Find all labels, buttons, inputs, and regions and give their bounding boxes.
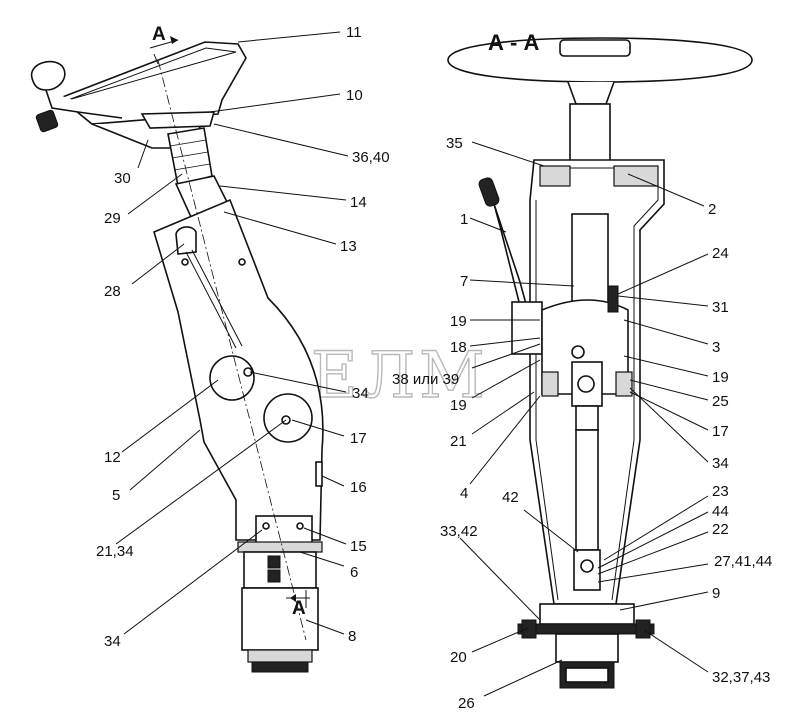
callout-label: 35	[446, 135, 463, 152]
section-mark-top: А	[152, 24, 166, 45]
callout-label: 9	[712, 585, 720, 602]
callout-label: 23	[712, 483, 729, 500]
callout-label: 42	[502, 489, 519, 506]
callout-label: 13	[340, 238, 357, 255]
callout-label: 27,41,44	[714, 553, 772, 570]
callout-label: 15	[350, 538, 367, 555]
drive-unit	[241, 587, 319, 651]
callout-label: 36,40	[352, 149, 390, 166]
callout-label: 5	[112, 487, 120, 504]
callout-label: 26	[458, 695, 475, 712]
spinner-arm	[45, 89, 123, 119]
callout-label: 28	[104, 283, 121, 300]
callout-label: 6	[350, 564, 358, 581]
callout-label: 25	[712, 393, 729, 410]
callout-label: 44	[712, 503, 729, 520]
callout-label: 30	[114, 170, 131, 187]
callout-label: 19	[450, 397, 467, 414]
right-view-assembly	[447, 37, 753, 689]
callout-label: 20	[450, 649, 467, 666]
callout-label: 8	[348, 628, 356, 645]
left-view-assembly	[30, 36, 324, 673]
callout-label: 34	[352, 385, 369, 402]
callout-label: 11	[346, 24, 362, 41]
callout-label: 14	[350, 194, 367, 211]
section-title: А - А	[488, 30, 539, 55]
callout-label: 4	[460, 485, 468, 502]
callout-label: 1	[460, 211, 468, 228]
callout-label: 19	[450, 313, 467, 330]
callout-label: 17	[350, 430, 367, 447]
callout-label: 33,42	[440, 523, 478, 540]
section-mark-bottom: А	[292, 598, 306, 619]
callout-label: 18	[450, 339, 467, 356]
callout-label: 29	[104, 210, 121, 227]
callout-label: 10	[346, 87, 363, 104]
callout-label: 2	[708, 201, 716, 218]
gear-lever-knob	[478, 177, 500, 207]
steering-wheel-section	[447, 37, 753, 83]
lower-shaft	[575, 429, 599, 551]
callout-label: 34	[712, 455, 729, 472]
callout-label: 17	[712, 423, 729, 440]
callout-label: 31	[712, 299, 729, 316]
spinner-knob	[30, 60, 66, 91]
gear-lever	[493, 203, 527, 308]
base-flange	[539, 603, 635, 625]
callout-label: 38 или 39	[392, 371, 459, 388]
callout-label: 21,34	[96, 543, 134, 560]
callout-label: 34	[104, 633, 121, 650]
callout-label: 12	[104, 449, 121, 466]
callout-label: 7	[460, 273, 468, 290]
callout-label: 22	[712, 521, 729, 538]
callout-label: 21	[450, 433, 467, 450]
callout-label: 32,37,43	[712, 669, 770, 686]
leader-lines	[115, 31, 709, 697]
tilt-lever-handle	[175, 226, 197, 255]
callout-label: 24	[712, 245, 729, 262]
spinner-nut	[35, 109, 59, 133]
callout-label: 19	[712, 369, 729, 386]
pivot-disk-upper	[209, 355, 255, 401]
callout-label: 3	[712, 339, 720, 356]
callout-label: 16	[350, 479, 367, 496]
callout-labels: 11 10 36,40 30 29 14 13 28 34 12 17 5 16…	[96, 24, 772, 712]
